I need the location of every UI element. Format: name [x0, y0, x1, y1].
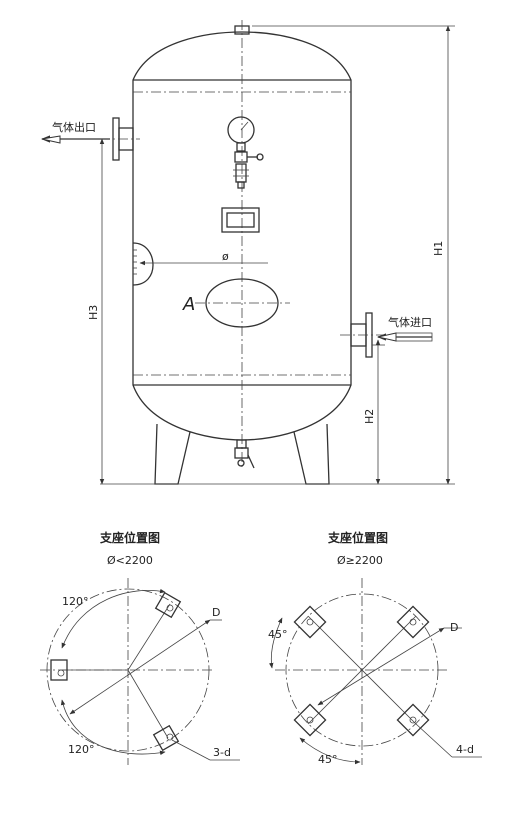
support-left-bolt: 3-d: [213, 746, 231, 759]
support-pad-left: [50, 659, 68, 681]
h2-label: H2: [363, 409, 376, 424]
gas-inlet-nozzle: [340, 312, 385, 358]
support-left-angle-bottom: 120°: [68, 743, 95, 756]
support-left-condition: Ø<2200: [107, 554, 153, 567]
support-right-diameter: D: [450, 621, 458, 634]
support-pad-nw: [293, 605, 327, 639]
support-pad-ne: [396, 605, 430, 639]
support-pad-se: [396, 703, 430, 737]
manhole: [205, 278, 279, 328]
manhole-label: A: [182, 294, 195, 315]
h1-label: H1: [432, 241, 445, 256]
support-pad-bottom: [152, 724, 180, 752]
support-right-plan: [269, 578, 482, 765]
support-left-plan: [40, 578, 240, 765]
support-right-condition: Ø≥2200: [337, 554, 383, 567]
support-right-angle-bottom: 45°: [318, 753, 338, 766]
h1-dimension: [252, 25, 455, 485]
nameplate: [221, 207, 260, 233]
support-right-angle-left: 45°: [268, 628, 288, 641]
sight-glass: [132, 242, 154, 286]
gas-inlet-label: 气体进口: [388, 315, 432, 329]
pressure-gauge-icon: [227, 116, 264, 189]
support-right-bolt: 4-d: [456, 743, 474, 756]
gas-outlet-label: 气体出口: [52, 120, 96, 134]
h3-label: H3: [87, 305, 100, 320]
diameter-symbol: ø: [222, 250, 229, 263]
support-left-title: 支座位置图: [99, 530, 160, 545]
h2-dimension: [372, 339, 385, 485]
drain-valve-icon: [234, 439, 255, 469]
support-left-diameter: D: [212, 606, 220, 619]
support-pad-sw: [293, 703, 327, 737]
vessel-body: [132, 20, 352, 470]
support-right-title: 支座位置图: [327, 530, 388, 545]
support-left-angle-top: 120°: [62, 595, 89, 608]
